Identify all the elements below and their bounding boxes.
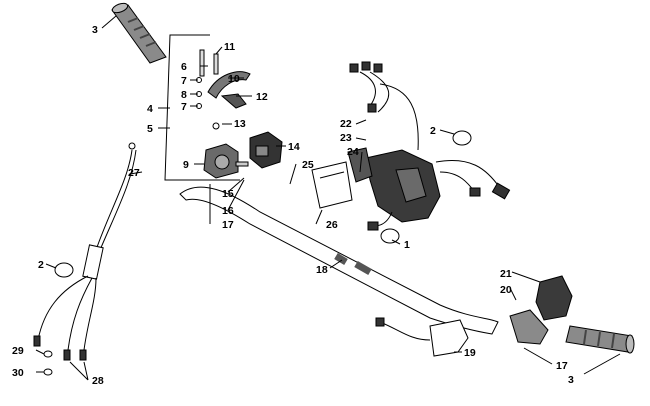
callout-1: 1 (404, 239, 410, 251)
callout-7-top: 7 (181, 75, 187, 87)
throttle-housing (249, 131, 283, 169)
heater-harness (349, 61, 419, 151)
callout-27: 27 (128, 167, 140, 179)
callout-3-bottom: 3 (568, 374, 574, 386)
callout-9: 9 (183, 159, 189, 171)
clamp-top (452, 130, 472, 146)
callout-11: 11 (224, 41, 235, 53)
callout-17-left: 17 (222, 219, 234, 231)
callout-10: 10 (228, 73, 240, 85)
callout-18: 18 (316, 264, 328, 276)
callout-2-top: 2 (430, 125, 436, 137)
callout-3-top: 3 (92, 24, 98, 36)
callout-13: 13 (234, 118, 246, 130)
callout-7-bottom: 7 (181, 101, 187, 113)
callout-26: 26 (326, 219, 338, 231)
left-switch-housing (203, 143, 249, 179)
callout-8: 8 (181, 89, 187, 101)
handlebar (179, 186, 499, 335)
callout-16: 16 (222, 205, 234, 217)
mounting-bracket (311, 161, 353, 209)
callout-6: 6 (181, 61, 187, 73)
o-ring (380, 228, 400, 244)
callout-2-left: 2 (38, 259, 44, 271)
callout-24: 24 (347, 146, 359, 158)
callout-labels: 3 11 6 10 7 8 12 7 4 13 5 14 9 25 27 15 … (12, 24, 574, 387)
callout-21: 21 (500, 268, 512, 280)
harness-connector (367, 160, 511, 231)
callout-17-right: 17 (556, 360, 568, 372)
callout-5: 5 (147, 123, 153, 135)
clamp-left (54, 262, 74, 278)
left-grip (111, 2, 167, 64)
callout-20: 20 (500, 284, 512, 296)
callout-29: 29 (12, 345, 24, 357)
callout-4: 4 (147, 103, 153, 115)
switch-harness (375, 317, 469, 357)
right-grip (565, 325, 635, 354)
leader-lines (35, 15, 621, 381)
callout-30: 30 (12, 367, 24, 379)
callout-22: 22 (340, 118, 352, 130)
control-housing (347, 147, 441, 223)
right-switch (509, 275, 573, 345)
callout-25: 25 (302, 159, 314, 171)
callout-23: 23 (340, 132, 352, 144)
callout-15: 15 (222, 188, 234, 200)
cable-assembly (33, 142, 137, 376)
callout-19: 19 (464, 347, 476, 359)
callout-14: 14 (288, 141, 300, 153)
callout-12: 12 (256, 91, 268, 103)
callout-28: 28 (92, 375, 104, 387)
